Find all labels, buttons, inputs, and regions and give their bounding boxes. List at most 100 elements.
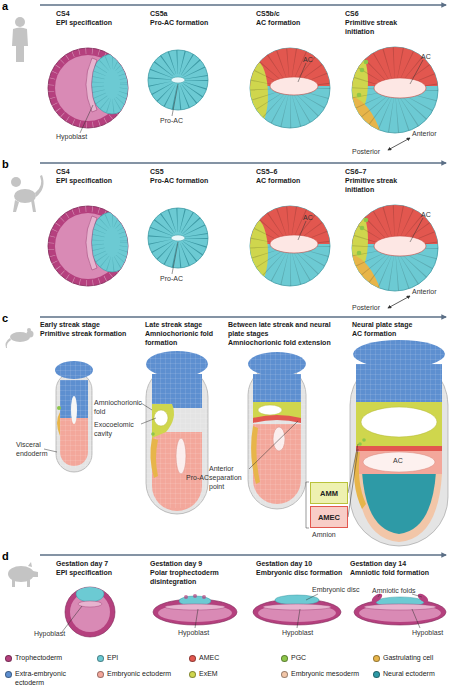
egg-cylinder <box>57 412 60 436</box>
legend-item: Neural ectoderm <box>373 670 452 679</box>
structure-label: Pro-AC <box>186 473 210 482</box>
stage-heading: CS5a <box>150 9 230 18</box>
egg-cylinder <box>71 396 77 424</box>
egg-cylinder <box>56 362 94 468</box>
structure-label: Amniotic folds <box>372 586 432 595</box>
stage-heading: CS4 <box>56 9 136 18</box>
leader-line <box>410 218 423 242</box>
legend-text: Embryonic mesoderm <box>291 670 369 679</box>
legend-swatch <box>97 655 104 662</box>
stage-heading: EPI specification <box>56 18 146 27</box>
structure-label: Hypoblast <box>178 628 218 637</box>
stage-heading: Gestation day 14 <box>350 559 450 568</box>
structure-label: Posterior <box>352 147 392 156</box>
egg-cylinder <box>356 402 442 442</box>
egg-cylinder <box>154 410 168 426</box>
pig-embryo <box>78 601 102 607</box>
stage-heading: Primitive streak initiation <box>345 18 425 36</box>
structure-label: Visceral endoderm <box>16 440 56 458</box>
embryo-illustration <box>160 62 196 98</box>
structure-label: Amniochorionic fold <box>94 398 142 416</box>
panel-letter: a <box>2 0 14 12</box>
embryo-illustration <box>148 50 208 110</box>
timeline-arrow <box>40 4 446 5</box>
stage-heading: Pro-AC formation <box>150 18 245 27</box>
egg-cylinder <box>176 438 186 474</box>
stage-heading: Gestation day 7 <box>56 559 141 568</box>
stage-heading: CS5 <box>150 167 230 176</box>
pig-embryo <box>76 586 104 602</box>
embryo-illustration <box>364 60 369 65</box>
leader-line <box>348 444 358 493</box>
legend-text: Extra-embryonic ectoderm <box>15 670 93 685</box>
legend-text: Embryonic ectoderm <box>107 670 185 679</box>
pig-embryo <box>202 595 206 599</box>
egg-cylinder <box>258 405 282 415</box>
legend-text: PGC <box>291 654 369 663</box>
pig-embryo <box>184 595 188 599</box>
structure-label: Anterior <box>412 287 452 296</box>
stage-heading: Between late streak and neural plate sta… <box>228 320 346 338</box>
stage-heading: EPI specification <box>56 176 146 185</box>
leader-line <box>410 60 423 84</box>
structure-label: Pro-AC <box>160 116 200 125</box>
pig-embryo <box>193 594 197 598</box>
species-icon <box>12 562 38 587</box>
egg-cylinder <box>362 438 366 442</box>
egg-cylinder <box>350 340 448 546</box>
egg-cylinder <box>356 442 442 446</box>
tissue-box: AMM <box>310 482 348 504</box>
embryo-illustration <box>346 46 442 136</box>
species-icon <box>6 338 12 348</box>
structure-label: Exocoelomic cavity <box>94 420 142 438</box>
legend-text: AMEC <box>199 654 277 663</box>
stage-heading: CS5–6 <box>256 167 336 176</box>
timeline-arrow <box>40 316 446 317</box>
legend-swatch <box>189 671 196 678</box>
legend-item: ExEM <box>189 670 277 679</box>
stage-heading: CS6–7 <box>345 167 425 176</box>
species-icon <box>27 328 31 332</box>
embryo-illustration <box>86 58 97 112</box>
leader-line <box>141 418 156 424</box>
stage-heading: EPI specification <box>56 568 141 577</box>
embryo-illustration <box>90 54 134 114</box>
pig-embryo <box>275 595 319 605</box>
pig-embryo <box>65 587 115 637</box>
embryo-illustration <box>90 54 134 114</box>
structure-label: AC <box>303 213 323 222</box>
species-icon <box>13 175 44 212</box>
embryo-illustration <box>97 62 127 106</box>
egg-cylinder <box>152 404 174 438</box>
structure-label: AC <box>421 210 441 219</box>
pig-embryo <box>76 586 104 602</box>
leader-line <box>195 609 198 628</box>
legend-item: Embryonic ectoderm <box>97 670 185 679</box>
egg-cylinder <box>350 340 448 402</box>
egg-cylinder <box>57 406 61 410</box>
leader-line <box>348 449 358 517</box>
leader-line <box>249 421 298 469</box>
pig-embryo <box>416 592 429 604</box>
structure-label: Pro-AC <box>160 274 200 283</box>
embryo-illustration <box>48 46 442 150</box>
structure-label: AC <box>303 55 323 64</box>
stage-heading: Primitive streak initiation <box>345 176 425 194</box>
stage-heading: Late streak stage <box>145 320 225 329</box>
egg-cylinder <box>248 352 306 509</box>
egg-cylinder <box>146 351 208 514</box>
egg-cylinder <box>251 426 260 484</box>
leader-line <box>306 594 318 600</box>
structure-label: Hypoblast <box>412 628 452 637</box>
egg-cylinder <box>356 446 442 451</box>
leader-line <box>412 609 420 628</box>
legend-item: EPI <box>97 654 185 663</box>
stage-heading: Gestation day 10 <box>256 559 348 568</box>
stage-heading: Gestation day 9 <box>150 559 245 568</box>
structure-label: Hypoblast <box>282 628 322 637</box>
box-label: AMM <box>320 489 338 498</box>
embryo-illustration <box>171 77 185 83</box>
structure-label: Embryonic disc <box>312 585 362 594</box>
